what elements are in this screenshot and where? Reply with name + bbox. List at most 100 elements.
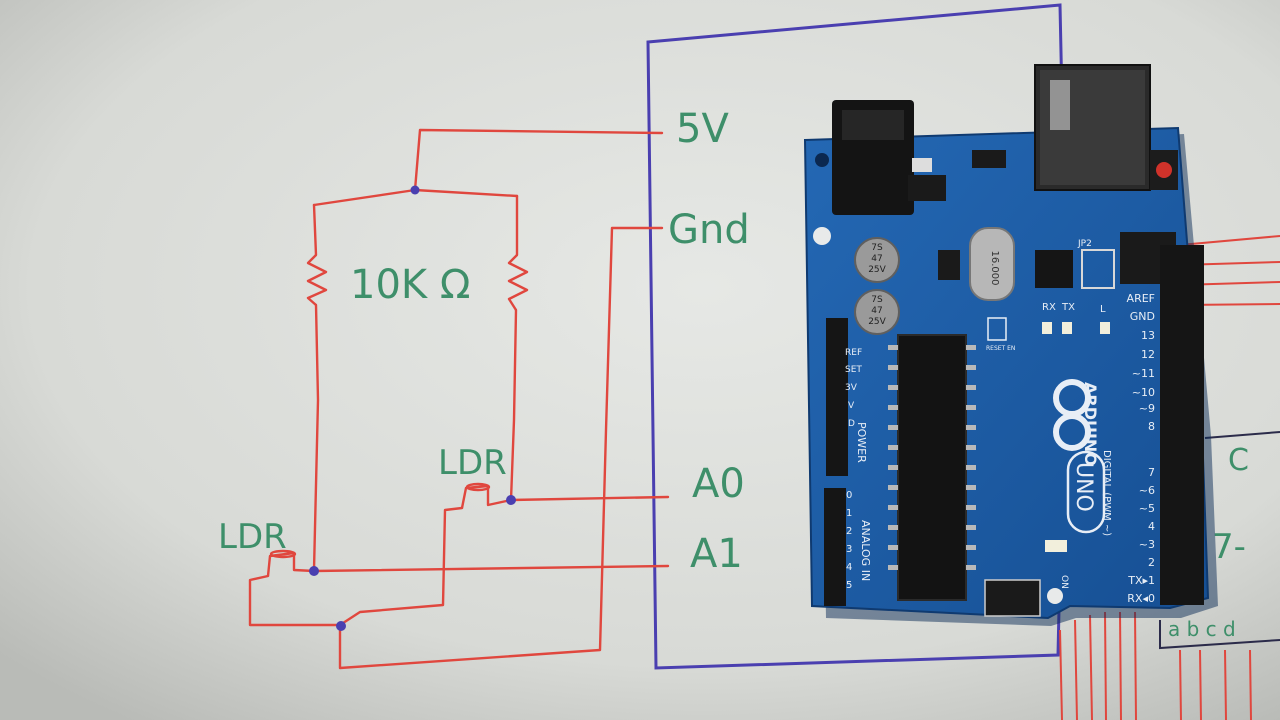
smd-ic-small	[938, 250, 960, 280]
mounting-hole-3	[1047, 588, 1063, 604]
resistor-right	[507, 254, 529, 311]
junction-ground	[336, 621, 346, 631]
mounting-hole-2	[815, 153, 829, 167]
atmega-chip	[897, 334, 967, 601]
digital-pin-11: ~11	[1132, 367, 1155, 380]
wire-a0	[509, 495, 670, 502]
digital-pin-8: 8	[1148, 420, 1155, 433]
capacitor-2	[854, 289, 900, 335]
digital-pin-7: 7	[1148, 466, 1155, 479]
digital-pin-13: 13	[1141, 329, 1155, 342]
margin-wire-1	[1179, 235, 1280, 246]
margin-wire-13	[1224, 649, 1227, 720]
wire-5v	[413, 128, 664, 192]
analog-pin-5: 5	[846, 580, 852, 591]
digital-header-label: DIGITAL (PWM ~)	[1101, 450, 1112, 536]
junction-a1	[309, 566, 319, 576]
margin-text-abcd: a b c d	[1168, 617, 1236, 641]
digital-header	[1160, 245, 1204, 605]
power-pin-ref: REF	[845, 348, 862, 358]
atmega-pins	[888, 345, 976, 570]
logo-text: ARDUINO	[1081, 382, 1100, 466]
power-pin-set: SET	[845, 365, 862, 375]
cap2-text-c: 25V	[868, 317, 886, 327]
analog-pin-2: 2	[846, 526, 852, 537]
ldr-top-label: LDR	[438, 443, 507, 483]
ldr-symbols	[266, 482, 512, 577]
resistor-value-label: 10K Ω	[350, 262, 470, 308]
capacitors: 7S 47 25V 7S 47 25V	[854, 237, 900, 335]
cap1-text-c: 25V	[868, 265, 886, 275]
resistor-left	[306, 254, 328, 306]
digital-pin-12: 12	[1141, 348, 1155, 361]
margin-text-7: 7-	[1212, 527, 1246, 567]
margin-wire-8	[1104, 611, 1107, 720]
jp2-header	[1081, 249, 1115, 289]
led-tx-label: TX	[1061, 302, 1075, 313]
pin-gnd-label: Gnd	[668, 207, 750, 253]
pin-a0-label: A0	[692, 461, 745, 507]
uno-badge	[1066, 450, 1106, 534]
digital-pin-labels: AREF GND 13 12 ~11 ~10 ~9 8 7 ~6 ~5 4 ~3…	[1127, 292, 1155, 605]
power-pin-3v: 3V	[845, 383, 858, 393]
digital-pin-aref: AREF	[1127, 292, 1155, 305]
cap1-text-a: 7S	[871, 243, 883, 253]
reset-en-pad	[987, 317, 1007, 341]
analog-pin-0: 0	[846, 490, 852, 501]
reset-en-label: RESET EN	[986, 345, 1015, 352]
analog-pin-4: 4	[846, 562, 852, 573]
resistor-symbols	[306, 254, 529, 311]
analog-pin-1: 1	[846, 508, 852, 519]
led-rx-label: RX	[1042, 302, 1056, 313]
margin-wire-11	[1179, 649, 1182, 720]
wire-gnd	[338, 226, 664, 670]
reset-button-cap[interactable]	[1156, 162, 1172, 178]
cap1-text-b: 47	[871, 254, 882, 264]
voltage-regulator	[908, 175, 946, 201]
wire-left-lower	[312, 303, 320, 572]
jp2-label: JP2	[1077, 239, 1092, 249]
wire-ldr-left-ground	[248, 574, 342, 627]
analog-pin-labels: 0 1 2 3 4 5	[846, 490, 852, 591]
digital-pin-4: 4	[1148, 520, 1155, 533]
mounting-hole-1	[813, 227, 831, 245]
power-pin-v: V	[848, 401, 855, 411]
logo-infinity-right	[1053, 413, 1091, 451]
smd-component-1	[912, 158, 932, 172]
digital-pin-6: ~6	[1139, 484, 1155, 497]
smd-component-2	[972, 150, 1006, 168]
analog-header-label: ANALOG IN	[859, 520, 872, 581]
analog-pin-3: 3	[846, 544, 852, 555]
power-header	[826, 318, 848, 476]
arduino-logo: ARDUINO UNO	[1053, 379, 1106, 534]
usb-port-highlight	[1050, 80, 1070, 130]
margin-box-outline	[1159, 431, 1280, 650]
analog-header	[824, 488, 846, 606]
pin-5v-label: 5V	[676, 106, 729, 152]
cap2-text-b: 47	[871, 306, 882, 316]
margin-wire-7	[1089, 614, 1093, 720]
margin-wire-10	[1134, 611, 1137, 720]
digital-pin-9: ~9	[1139, 402, 1155, 415]
digital-pin-3: ~3	[1139, 538, 1155, 551]
wire-left-upper	[312, 203, 318, 257]
digital-pin-10: ~10	[1132, 386, 1155, 399]
led-tx	[1062, 322, 1072, 334]
capacitor-1	[854, 237, 900, 283]
cap2-text-a: 7S	[871, 295, 883, 305]
crystal	[969, 227, 1015, 301]
crystal-label: 16.000	[989, 251, 1000, 286]
wire-a1	[312, 564, 670, 573]
pin-a1-label: A1	[690, 531, 743, 577]
digital-pin-5: ~5	[1139, 502, 1155, 515]
leds	[1042, 322, 1110, 552]
margin-wire-9	[1119, 611, 1122, 720]
uno-text: UNO	[1071, 462, 1096, 512]
digital-pin-gnd: GND	[1130, 310, 1155, 323]
ldr-top-lens	[465, 482, 491, 492]
junction-dots	[309, 185, 516, 631]
handwritten-labels: 10K Ω LDR LDR 5V Gnd A0 A1	[218, 106, 750, 577]
power-pin-labels: REF SET 3V V D	[845, 348, 862, 429]
led-labels: TX RX L	[1042, 302, 1106, 315]
